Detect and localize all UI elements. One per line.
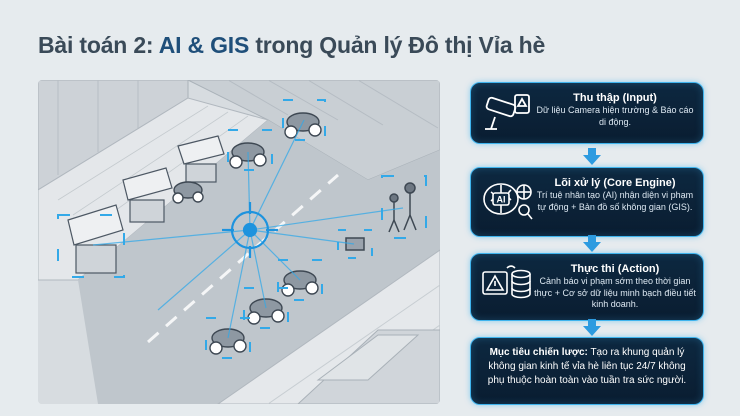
street-scene-svg: [38, 80, 440, 404]
step-core-body: Trí tuệ nhân tạo (AI) nhận diện vi phạm …: [536, 190, 694, 212]
step-input-title: Thu thập (Input): [573, 92, 657, 104]
step-input-panel: Thu thập (Input) Dữ liệu Camera hiện trư…: [470, 82, 704, 144]
warning-database-icon: [479, 262, 533, 308]
step-action-title: Thực thi (Action): [570, 263, 660, 275]
step-core-engine-panel: AI Lõi xử lý (Core Engine) Trí tuệ nhân …: [470, 167, 704, 237]
step-core-title: Lõi xử lý (Core Engine): [554, 177, 676, 189]
ai-chip-label: AI: [497, 195, 506, 205]
cctv-camera-icon: [479, 91, 533, 137]
page-title: Bài toán 2: AI & GIS trong Quản lý Đô th…: [38, 32, 545, 59]
ai-brain-icon: AI: [479, 176, 533, 222]
goal-body: Tạo ra khung quản lý không gian kinh tế …: [487, 347, 687, 386]
step-input-body: Dữ liệu Camera hiện trường & Báo cáo di …: [536, 105, 694, 127]
title-suffix: trong Quản lý Đô thị Vỉa hè: [249, 32, 546, 58]
title-prefix: Bài toán 2:: [38, 32, 159, 58]
step-action-body: Cảnh báo vi phạm sớm theo thời gian thực…: [534, 276, 696, 309]
flow-arrow-down-icon: [583, 319, 601, 336]
flow-arrow-down-icon: [583, 148, 601, 165]
street-surveillance-illustration: [38, 80, 440, 404]
goal-title: Mục tiêu chiến lược:: [489, 347, 588, 358]
strategic-goal-panel: Mục tiêu chiến lược: Tạo ra khung quản l…: [470, 337, 704, 405]
title-highlight: AI & GIS: [158, 32, 250, 58]
flow-arrow-down-icon: [583, 235, 601, 252]
step-action-panel: Thực thi (Action) Cảnh báo vi phạm sớm t…: [470, 253, 704, 321]
